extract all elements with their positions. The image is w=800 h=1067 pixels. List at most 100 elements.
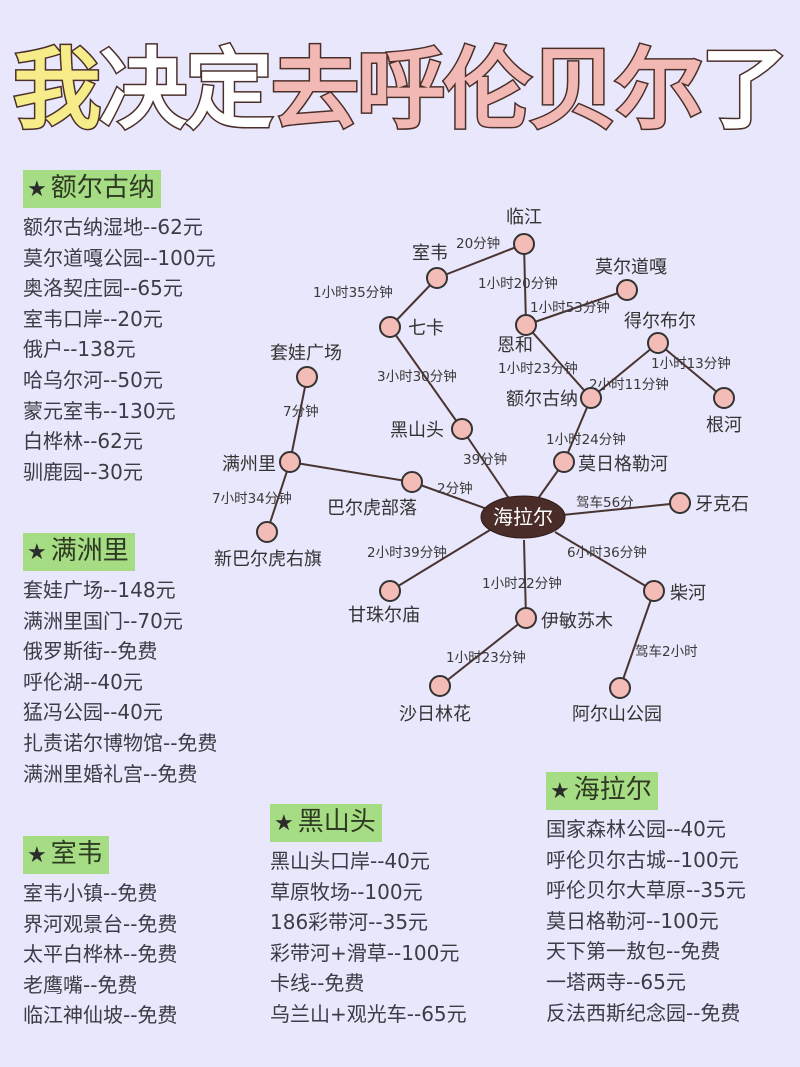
edge-label: 3小时30分钟 — [377, 368, 457, 385]
list-item: 天下第一敖包--免费 — [546, 939, 721, 964]
list-item: 草原牧场--100元 — [270, 879, 423, 904]
title-part-2: 决定 — [97, 38, 274, 141]
edge-label: 20分钟 — [456, 235, 500, 252]
node-heishantou — [451, 418, 473, 440]
edge-label: 1小时22分钟 — [482, 575, 562, 592]
edge-label: 驾车56分 — [576, 494, 634, 511]
edge-enhe-eerguna — [525, 324, 592, 399]
list-item: 莫尔道嘎公园--100元 — [23, 245, 216, 270]
node-chaihe — [643, 580, 665, 602]
edge-enhe-moerdaoga — [525, 289, 628, 326]
page-title: 我决定去呼伦贝尔了 — [0, 38, 800, 141]
node-shiwei — [426, 267, 448, 289]
list-item: 老鹰嘴--免费 — [23, 972, 138, 997]
node-label: 新巴尔虎右旗 — [214, 549, 322, 570]
edge-manzhouli-baerhu — [289, 461, 413, 483]
node-linjiang — [513, 233, 535, 255]
edge-shiwei-linjiang — [436, 243, 525, 279]
edge-label: 1小时53分钟 — [530, 299, 610, 316]
node-label: 巴尔虎部落 — [327, 498, 417, 519]
node-label: 临江 — [506, 207, 542, 228]
section-badge: ★室韦 — [23, 836, 109, 874]
list-item: 呼伦湖--40元 — [23, 669, 143, 694]
node-qika — [379, 316, 401, 338]
section-title: 额尔古纳 — [50, 173, 155, 203]
list-item: 莫日格勒河--100元 — [546, 908, 719, 933]
edge-label: 1小时23分钟 — [446, 649, 526, 666]
list-item: 满洲里婚礼宫--免费 — [23, 761, 198, 786]
node-morigelehe — [553, 451, 575, 473]
section-badge: ★黑山头 — [270, 804, 382, 842]
list-item: 186彩带河--35元 — [270, 910, 429, 935]
title-part-4: 了 — [700, 38, 791, 141]
star-icon: ★ — [27, 540, 47, 565]
edge-baerhu-hub — [411, 481, 491, 511]
edge-manzhouli-xinbaerhu — [266, 461, 291, 533]
list-item: 界河观景台--免费 — [23, 911, 178, 936]
list-item: 呼伦贝尔大草原--35元 — [546, 878, 746, 903]
node-label: 室韦 — [412, 243, 448, 264]
node-label: 额尔古纳 — [506, 389, 578, 410]
edge-hub-yakeshi — [561, 502, 681, 516]
node-eerguna — [580, 387, 602, 409]
edge-label: 1小时13分钟 — [651, 355, 731, 372]
node-manzhouli — [279, 451, 301, 473]
edge-label: 1小时24分钟 — [546, 431, 626, 448]
section-title: 黑山头 — [297, 807, 376, 837]
edge-label: 2分钟 — [437, 480, 473, 497]
node-genhe — [713, 387, 735, 409]
edge-hub-chaihe — [554, 531, 655, 592]
star-icon: ★ — [27, 177, 47, 202]
node-label: 牙克石 — [695, 494, 749, 515]
list-item: 俄户--138元 — [23, 337, 136, 362]
list-item: 驯鹿园--30元 — [23, 459, 143, 484]
node-yakeshi — [669, 492, 691, 514]
node-label: 莫日格勒河 — [578, 454, 668, 475]
edge-label: 6小时36分钟 — [567, 544, 647, 561]
node-label: 黑山头 — [390, 420, 444, 441]
list-item: 呼伦贝尔古城--100元 — [546, 847, 739, 872]
list-item: 室韦口岸--20元 — [23, 306, 163, 331]
node-baerhu — [401, 471, 423, 493]
list-item: 套娃广场--148元 — [23, 578, 176, 602]
star-icon: ★ — [274, 811, 294, 836]
node-label: 沙日林花 — [399, 704, 471, 725]
section-badge: ★海拉尔 — [546, 772, 658, 810]
edge-label: 1小时20分钟 — [478, 275, 558, 292]
node-label: 满州里 — [222, 454, 276, 475]
list-item: 彩带河+滑草--100元 — [270, 940, 460, 965]
edge-label: 2小时39分钟 — [367, 544, 447, 561]
node-label: 莫尔道嘎 — [595, 257, 667, 278]
edge-label: 2小时11分钟 — [589, 376, 669, 393]
hub-label: 海拉尔 — [493, 505, 553, 529]
edge-chaihe-aershan — [619, 590, 655, 689]
section-title: 海拉尔 — [573, 775, 652, 805]
node-sharilinhua — [429, 675, 451, 697]
node-taowa — [296, 366, 318, 388]
edge-deerbuer-genhe — [657, 342, 725, 399]
edge-hub-yiminsumu — [523, 539, 527, 619]
section-heishantou: ★黑山头 黑山头口岸--40元 草原牧场--100元 186彩带河--35元 彩… — [270, 804, 467, 1030]
section-title: 满洲里 — [50, 536, 129, 566]
node-enhe — [515, 314, 537, 336]
node-label: 柴河 — [670, 583, 706, 604]
list-item: 哈乌尔河--50元 — [23, 367, 163, 392]
list-item: 额尔古纳湿地--62元 — [23, 215, 203, 239]
edge-heishantou-hub — [461, 428, 511, 501]
list-item: 满洲里国门--70元 — [23, 608, 183, 633]
star-icon: ★ — [550, 779, 570, 804]
list-item: 猛冯公园--40元 — [23, 700, 163, 725]
section-manzhouli: ★满洲里 套娃广场--148元 满洲里国门--70元 俄罗斯街--免费 呼伦湖-… — [23, 533, 217, 789]
title-part-3: 去呼伦贝尔 — [269, 38, 704, 141]
list-item: 太平白桦林--免费 — [23, 942, 178, 967]
edge-hub-ganzhuer — [389, 529, 491, 592]
list-item: 国家森林公园--40元 — [546, 817, 726, 841]
map-edges — [266, 243, 725, 689]
list-item: 一塔两寺--65元 — [546, 969, 686, 994]
edge-label: 39分钟 — [463, 451, 507, 468]
edge-linjiang-enhe — [523, 243, 527, 326]
star-icon: ★ — [27, 843, 47, 868]
list-item: 反法西斯纪念园--免费 — [546, 1000, 741, 1025]
node-label: 阿尔山公园 — [572, 704, 662, 725]
